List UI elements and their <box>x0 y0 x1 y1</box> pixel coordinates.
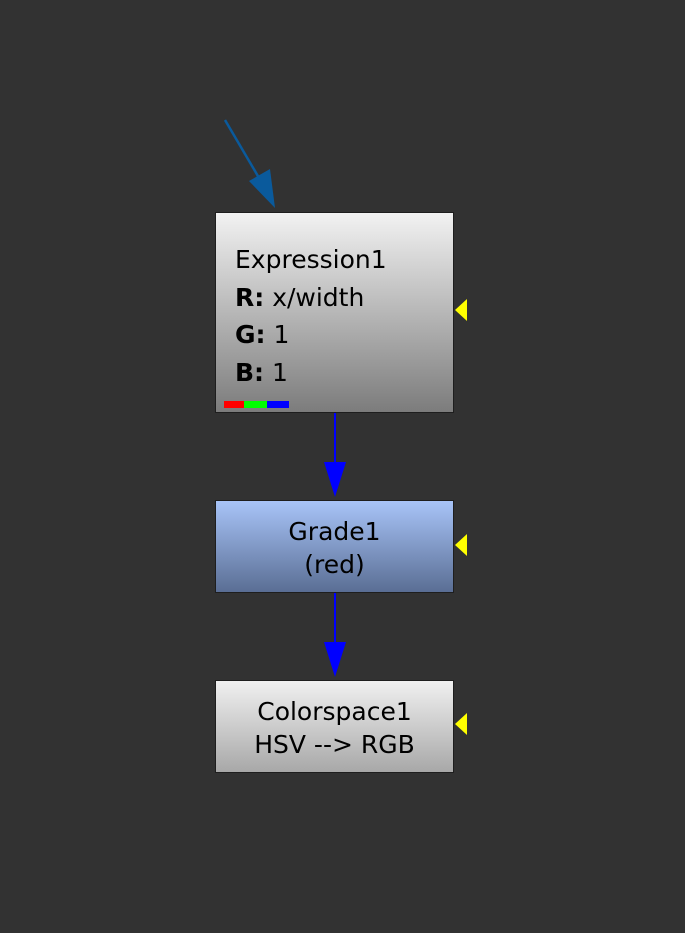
mask-input-icon[interactable] <box>455 534 467 556</box>
node-title: Grade1 <box>288 517 381 546</box>
red-channel-indicator <box>224 401 244 408</box>
expression-node[interactable]: Expression1 R: x/width G: 1 B: 1 <box>215 212 454 413</box>
grade-node[interactable]: Grade1 (red) <box>215 500 454 593</box>
blue-channel-indicator <box>267 401 289 408</box>
input-arrow[interactable] <box>223 119 275 208</box>
green-channel-indicator <box>244 401 267 408</box>
node-subtitle: (red) <box>304 550 365 579</box>
node-subtitle: HSV --> RGB <box>254 730 415 759</box>
edge-grade-to-colorspace[interactable] <box>324 593 346 677</box>
g-expression: G: 1 <box>235 320 290 349</box>
colorspace-node[interactable]: Colorspace1 HSV --> RGB <box>215 680 454 773</box>
mask-input-icon[interactable] <box>455 299 467 321</box>
mask-input-icon[interactable] <box>455 713 467 735</box>
edge-expression-to-grade[interactable] <box>324 413 346 497</box>
b-expression: B: 1 <box>235 357 288 387</box>
node-title: Colorspace1 <box>257 697 412 726</box>
node-title: Expression1 <box>235 245 387 274</box>
r-expression: R: x/width <box>235 282 365 312</box>
